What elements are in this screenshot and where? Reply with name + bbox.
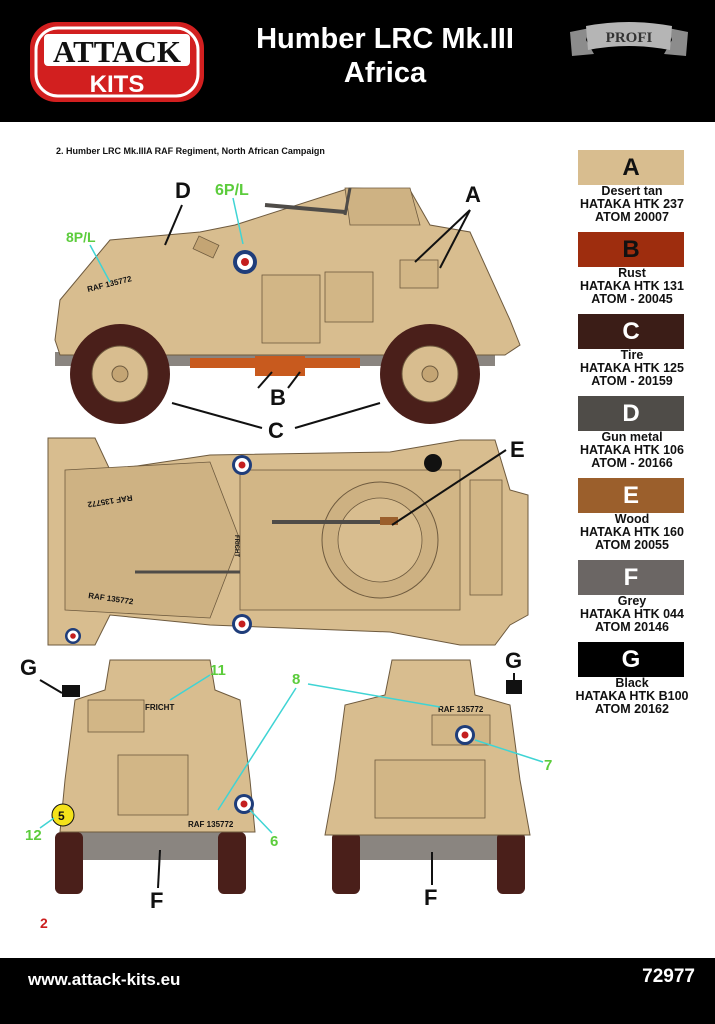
footer-bar xyxy=(0,958,715,1024)
label-6pl: 6P/L xyxy=(215,182,249,199)
roundel-front xyxy=(234,794,254,814)
swatch-a-letter: A xyxy=(622,153,640,181)
website-link[interactable]: www.attack-kits.eu xyxy=(28,970,181,989)
swatch-c-box: C xyxy=(578,314,684,349)
swatch-b-box: B xyxy=(578,232,684,267)
profi-badge: PROFI xyxy=(570,22,688,56)
top-view: RAF 135772 RAF 135772 FRICHT E xyxy=(47,437,529,646)
label-d-side: D xyxy=(175,178,191,203)
swatch-e-letter: E xyxy=(622,481,639,509)
roundel-side xyxy=(233,250,257,274)
front-view: FRICHT RAF 135772 5 G 11 12 6 F xyxy=(20,655,278,913)
swatch-d-letter: D xyxy=(622,399,640,427)
fricht-front: FRICHT xyxy=(145,703,174,712)
swatch-g-atom: ATOM 20162 xyxy=(595,702,669,716)
swatch-e-name: Wood xyxy=(614,512,650,526)
label-e: E xyxy=(510,437,525,462)
label-8pl: 8P/L xyxy=(66,229,96,245)
vehicle-drawings: RAF 135772 6P/L 8P/L D A B C RAF 135772 … xyxy=(20,178,552,913)
swatch-e-hataka: HATAKA HTK 160 xyxy=(580,525,684,539)
swatch-c-letter: C xyxy=(622,317,640,345)
swatch-d-atom: ATOM - 20166 xyxy=(591,456,673,470)
swatch-a-name: Desert tan xyxy=(601,184,663,198)
label-g-rear: G xyxy=(505,648,522,673)
side-view: RAF 135772 6P/L 8P/L D A B C xyxy=(54,178,521,443)
swatch-a-atom: ATOM 20007 xyxy=(595,210,669,224)
swatch-a-box: A xyxy=(578,150,684,185)
kit-code: 72977 xyxy=(642,966,695,987)
label-f-rear: F xyxy=(424,885,437,910)
profi-text: PROFI xyxy=(606,30,653,46)
title-line-1: Humber LRC Mk.III xyxy=(256,23,514,55)
swatch-g-box: G xyxy=(578,642,684,677)
title-line-2: Africa xyxy=(343,57,427,89)
logo-top-text: ATTACK xyxy=(53,34,181,69)
swatch-g-letter: G xyxy=(621,645,641,673)
logo-bottom-text: KITS xyxy=(90,71,145,98)
page-title: Humber LRC Mk.III Africa xyxy=(235,22,535,90)
swatch-f-hataka: HATAKA HTK 044 xyxy=(580,607,684,621)
swatch-b-atom: ATOM - 20045 xyxy=(591,292,673,306)
label-c: C xyxy=(268,418,284,443)
swatch-c-name: Tire xyxy=(620,348,644,362)
label-12: 12 xyxy=(25,827,42,844)
attack-kits-logo[interactable]: ATTACK KITS xyxy=(28,20,206,104)
swatch-b-letter: B xyxy=(622,235,640,263)
label-g-front: G xyxy=(20,655,37,680)
label-b: B xyxy=(270,385,286,410)
label-5: 5 xyxy=(58,809,65,823)
scheme-subtitle: 2. Humber LRC Mk.IIIA RAF Regiment, Nort… xyxy=(56,146,325,156)
fricht-top: FRICHT xyxy=(233,535,239,557)
swatch-e-box: E xyxy=(578,478,684,513)
label-7: 7 xyxy=(544,757,552,774)
roundel-top-3 xyxy=(65,628,81,644)
swatch-e-atom: ATOM 20055 xyxy=(595,538,669,552)
page-number: 2 xyxy=(40,915,48,931)
swatch-f-name: Grey xyxy=(617,594,647,608)
roundel-top-1 xyxy=(232,455,252,475)
swatch-g-name: Black xyxy=(615,676,649,690)
swatch-f-box: F xyxy=(578,560,684,595)
swatch-f-letter: F xyxy=(623,563,639,591)
swatch-f-atom: ATOM 20146 xyxy=(595,620,669,634)
label-a: A xyxy=(465,182,481,207)
label-11: 11 xyxy=(210,662,226,679)
swatch-a-hataka: HATAKA HTK 237 xyxy=(580,197,684,211)
rear-view: RAF 135772 G 8 7 F xyxy=(217,648,552,910)
swatch-b-hataka: HATAKA HTK 131 xyxy=(580,279,684,293)
swatch-d-name: Gun metal xyxy=(601,430,663,444)
label-8: 8 xyxy=(292,671,300,688)
swatch-b-name: Rust xyxy=(618,266,646,280)
label-f-front: F xyxy=(150,888,163,913)
label-6: 6 xyxy=(270,833,278,850)
swatch-d-hataka: HATAKA HTK 106 xyxy=(580,443,684,457)
roundel-rear xyxy=(455,725,475,745)
swatch-c-atom: ATOM - 20159 xyxy=(591,374,673,388)
serial-front: RAF 135772 xyxy=(188,820,234,829)
swatch-g-hataka: HATAKA HTK B100 xyxy=(575,689,689,703)
serial-rear: RAF 135772 xyxy=(438,705,484,714)
roundel-top-2 xyxy=(232,614,252,634)
swatch-c-hataka: HATAKA HTK 125 xyxy=(580,361,684,375)
swatch-d-box: D xyxy=(578,396,684,431)
